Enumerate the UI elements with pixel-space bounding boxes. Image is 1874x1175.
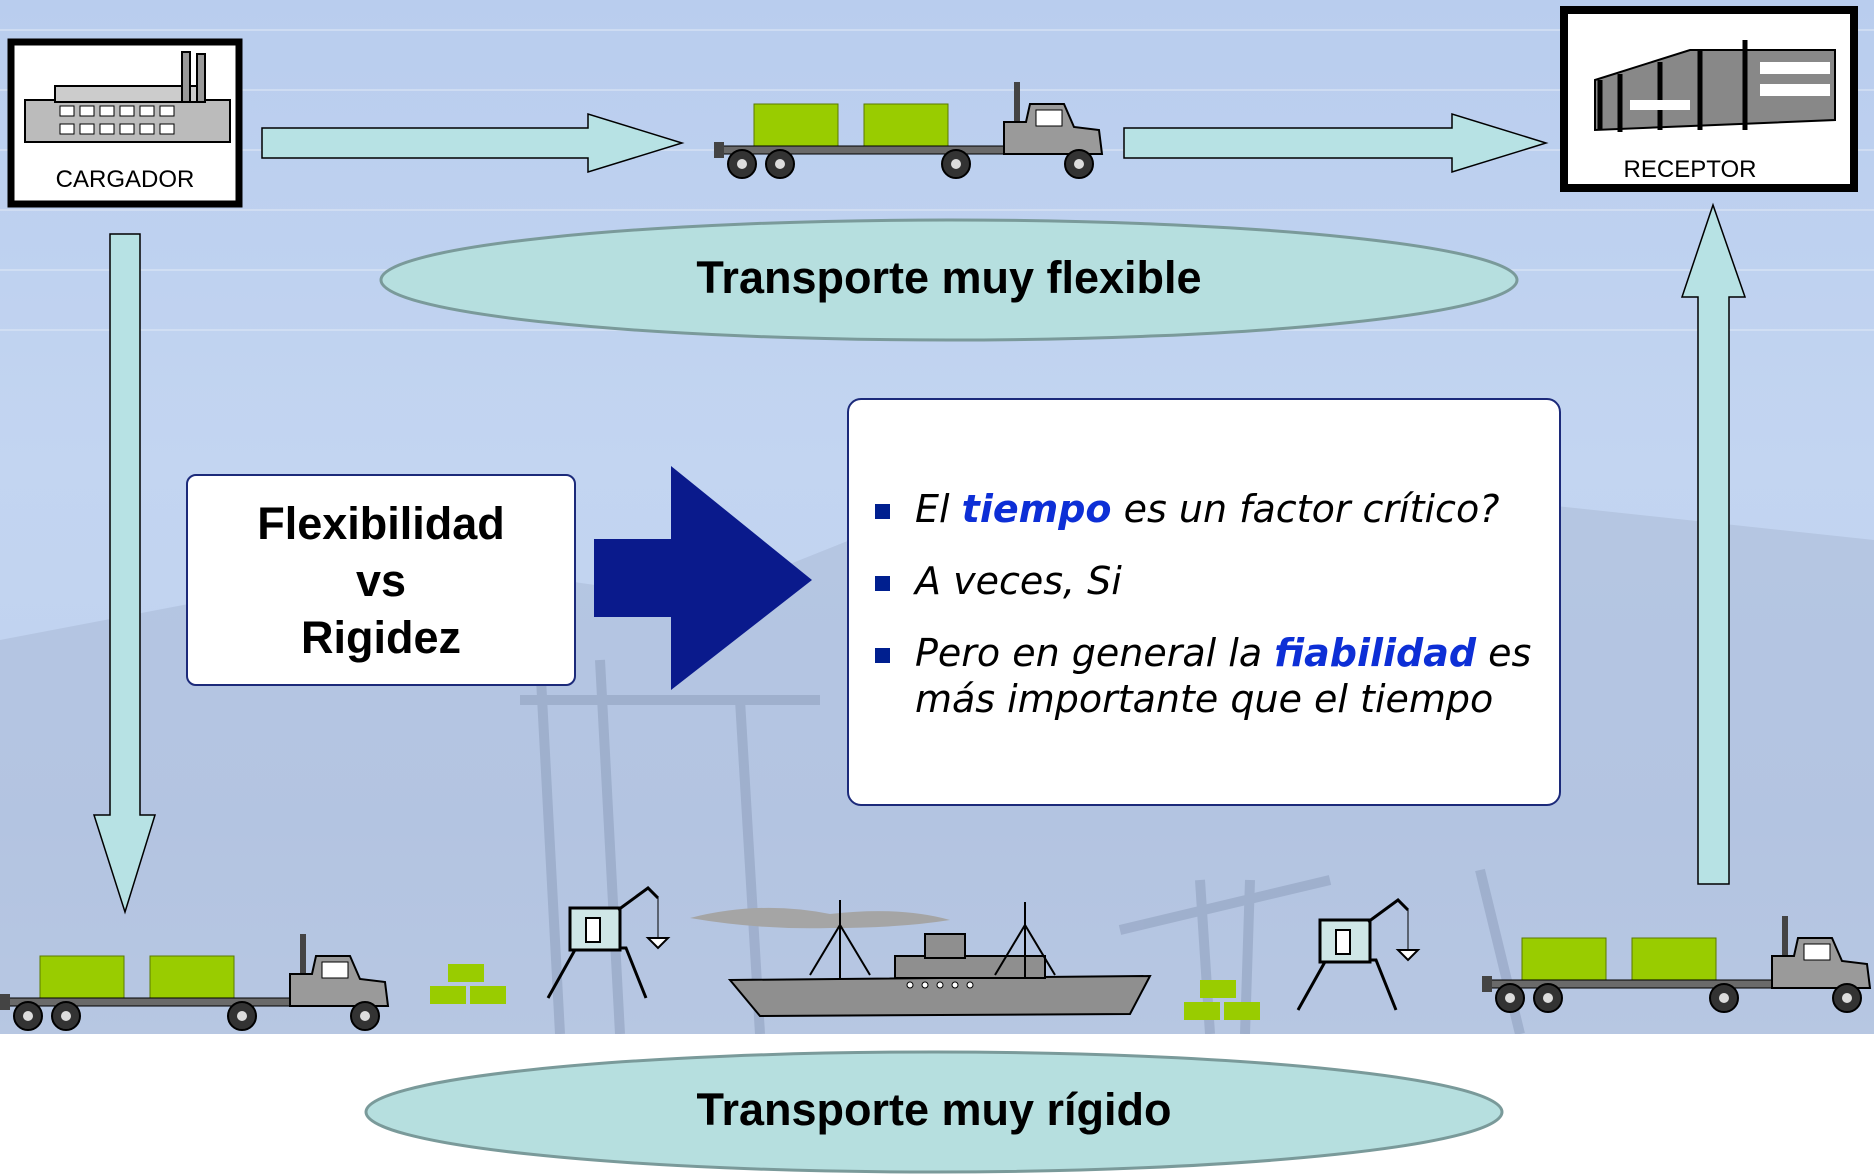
- arrow-truck-to-receiver: [1123, 112, 1549, 174]
- container-stack-icon-left: [430, 964, 506, 1004]
- comparison-line-2: vs: [355, 554, 407, 606]
- arrow-shipper-to-truck: [261, 112, 685, 174]
- comparison-line-1: Flexibilidad: [257, 497, 505, 549]
- bullet-1-highlight: tiempo: [961, 487, 1112, 531]
- big-arrow-icon: [594, 466, 812, 690]
- building-icon: [1594, 40, 1836, 132]
- ship-icon: [690, 900, 1152, 1018]
- bullet-2-text: A veces, Si: [915, 559, 1122, 603]
- shipper-label: CARGADOR: [55, 166, 195, 193]
- factory-icon: [24, 51, 231, 143]
- bullet-square-icon: [875, 648, 890, 663]
- bullet-square-icon: [875, 576, 890, 591]
- bullet-1-prefix: El: [915, 487, 962, 531]
- arrow-down-left: [92, 233, 157, 915]
- bottom-oval: [364, 1050, 1504, 1174]
- bullet-3-prefix: Pero en general la: [915, 631, 1275, 675]
- bullet-3-highlight: fiabilidad: [1274, 631, 1477, 675]
- criteria-box: El tiempo es un factor crítico? A veces,…: [847, 398, 1561, 806]
- bullet-item-sometimes: A veces, Si: [875, 558, 1535, 604]
- receiver-label: RECEPTOR: [1623, 156, 1757, 183]
- crane-icon-left: [546, 886, 670, 1000]
- truck-icon-bottom-left: [0, 933, 389, 1031]
- top-oval: [379, 218, 1519, 342]
- arrow-up-right: [1680, 202, 1747, 885]
- bottom-oval-text: Transporte muy rígido: [696, 1084, 1172, 1135]
- crane-icon-right: [1296, 898, 1420, 1012]
- comparison-line-3: Rigidez: [300, 611, 461, 663]
- bullet-3-suffix: es más importante que el tiempo: [915, 631, 1532, 721]
- container-stack-icon-right: [1184, 980, 1260, 1020]
- truck-icon-bottom-right: [1481, 915, 1871, 1013]
- bullet-item-time: El tiempo es un factor crítico?: [875, 486, 1535, 532]
- bullet-square-icon: [875, 504, 890, 519]
- bullet-1-suffix: es un factor crítico?: [1111, 487, 1500, 531]
- comparison-box: Flexibilidad vs Rigidez: [186, 474, 576, 686]
- bullet-item-reliability: Pero en general la fiabilidad es más imp…: [875, 630, 1535, 722]
- truck-icon-top: [713, 81, 1103, 179]
- top-oval-text: Transporte muy flexible: [696, 252, 1202, 303]
